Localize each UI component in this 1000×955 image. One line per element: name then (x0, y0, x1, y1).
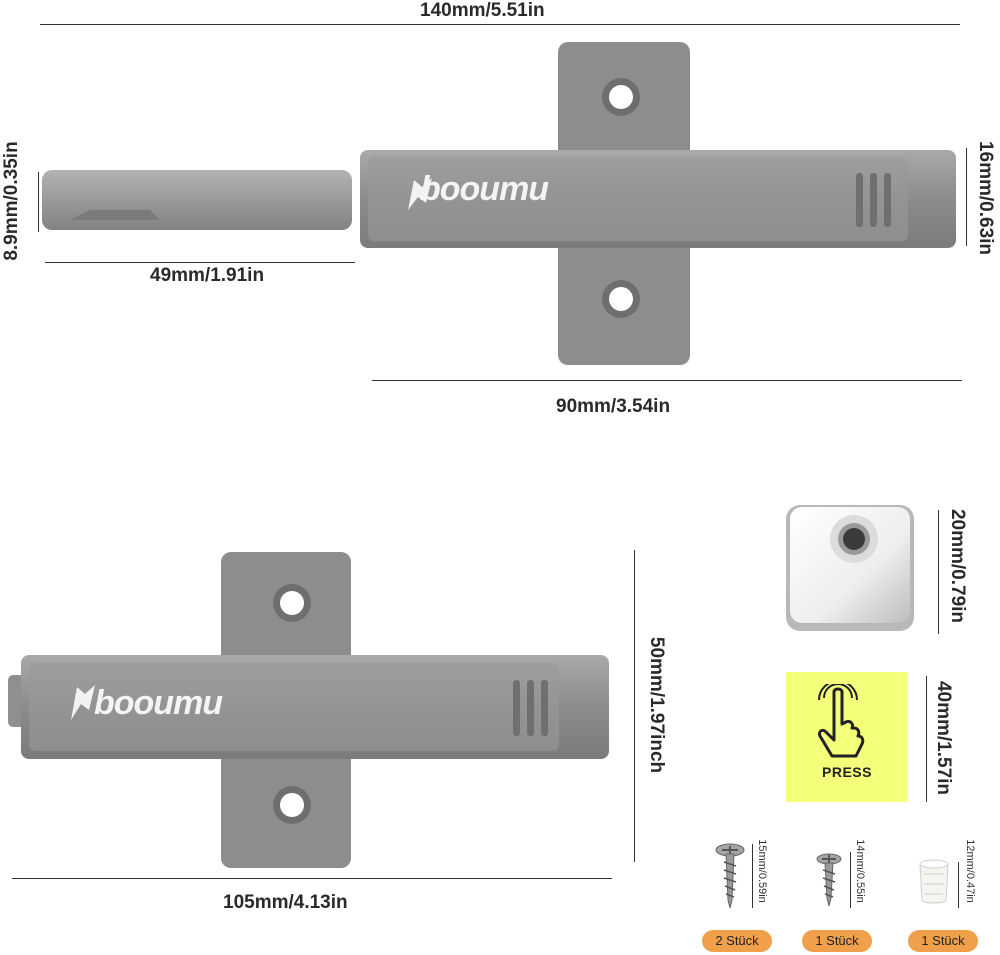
total-length-line (40, 24, 960, 25)
plastic-dowel-icon (919, 859, 949, 904)
push-latch-top-drawing (42, 42, 956, 365)
screw-large-size-line (752, 844, 753, 908)
finger-press-icon (818, 684, 865, 758)
sticker-size-line (926, 676, 927, 802)
brand-logo-top: booumu (420, 170, 549, 208)
push-latch-front-drawing (8, 552, 609, 868)
screw-small-size-line (850, 852, 851, 908)
press-label: PRESS (822, 764, 872, 780)
shaft-diameter-label: 8.9mm/0.35in (1, 141, 22, 261)
shaft-diameter-line (38, 172, 39, 232)
screw-small-icon (816, 853, 842, 907)
magnet-size-label: 20mm/0.79in (947, 508, 968, 624)
dowel-qty-badge: 1 Stück (908, 930, 978, 952)
total-length-label: 140mm/5.51in (420, 0, 545, 21)
screw-small-qty-badge: 1 Stück (802, 930, 872, 952)
screw-large-icon (715, 843, 745, 909)
sticker-size-label: 40mm/1.57in (933, 680, 954, 796)
screw-large-qty-badge: 2 Stück (702, 930, 772, 952)
front-length-label: 105mm/4.13in (223, 892, 348, 913)
magnet-size-line (938, 510, 939, 634)
flange-height-label: 50mm/1.97inch (646, 636, 667, 774)
flange-height-line (634, 550, 635, 862)
body-height-line (966, 148, 967, 246)
brand-logo-front: booumu (94, 684, 223, 722)
shaft-length-label: 49mm/1.91in (150, 265, 265, 286)
screw-small-size: 14mm/0.55in (854, 839, 866, 903)
dowel-size: 12mm/0.47in (964, 839, 976, 903)
press-sticker: PRESS (786, 672, 908, 802)
screw-large-size: 15mm/0.59in (756, 839, 768, 903)
dowel-size-line (958, 862, 959, 908)
body-height-label: 16mm/0.63in (975, 140, 996, 256)
front-length-line (12, 878, 612, 879)
body-length-line (372, 380, 962, 381)
shaft-length-line (45, 262, 355, 263)
magnet-plate-drawing (786, 505, 914, 631)
body-length-label: 90mm/3.54in (556, 396, 671, 417)
